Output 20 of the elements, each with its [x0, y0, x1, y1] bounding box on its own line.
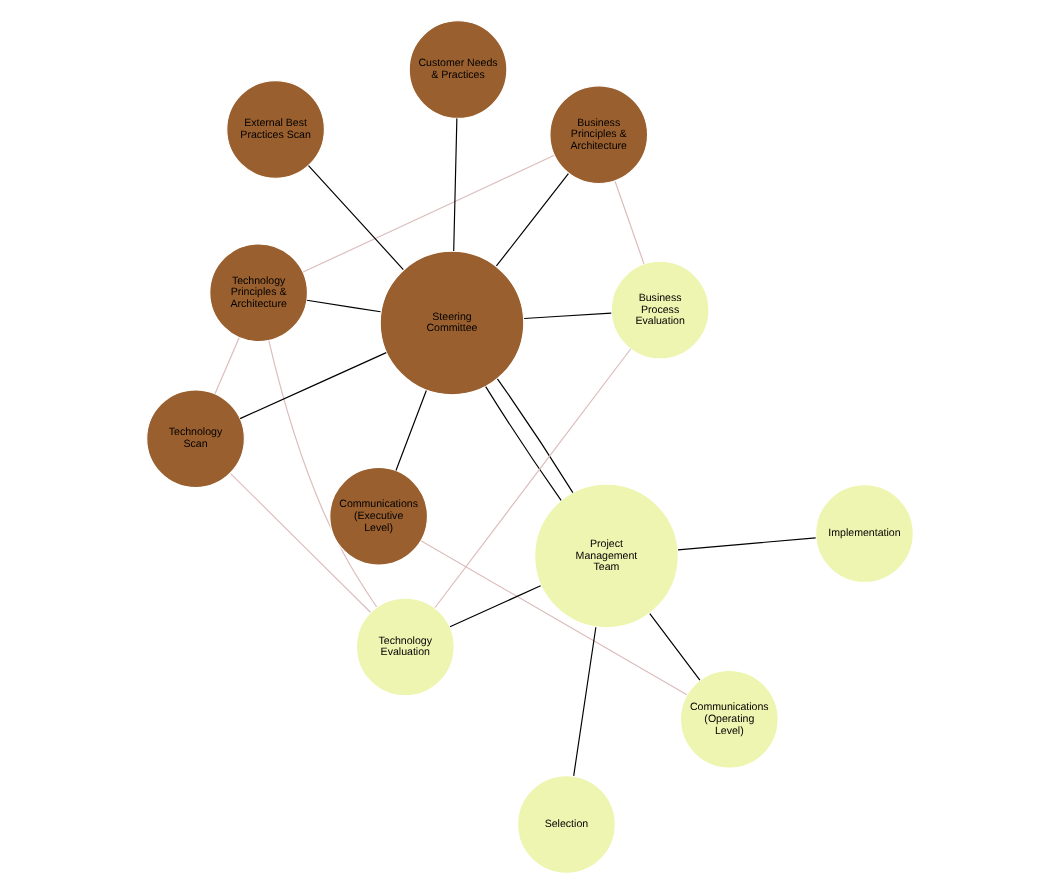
connector: [229, 473, 370, 613]
connector: [522, 312, 611, 320]
connector: [301, 154, 554, 273]
connector: [452, 117, 457, 252]
connector: [433, 348, 631, 609]
connector: [238, 352, 386, 420]
connector: [419, 540, 687, 696]
connector: [648, 613, 700, 681]
connector: [572, 626, 596, 777]
connector: [267, 340, 377, 608]
connector: [306, 164, 403, 271]
connector: [613, 180, 644, 265]
connector: [495, 378, 573, 494]
connector: [494, 173, 568, 267]
connector: [394, 389, 426, 472]
connector: [676, 537, 816, 551]
connector: [448, 585, 541, 628]
connector: [305, 299, 381, 313]
connector: [484, 386, 561, 501]
connector: [213, 337, 239, 395]
